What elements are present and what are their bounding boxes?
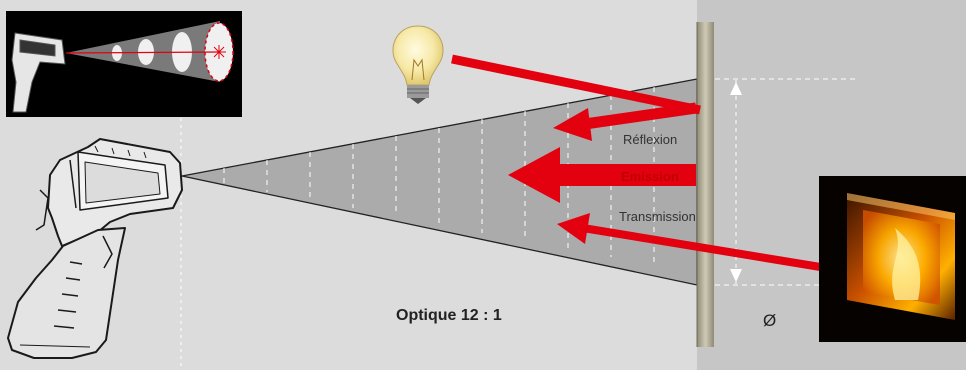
reflection-label: Réflexion [623, 132, 678, 147]
diameter-arrows [730, 82, 742, 282]
mini-thermometer-icon [11, 32, 66, 113]
optics-ratio-label: Optique 12 : 1 [396, 307, 502, 324]
transmission-label: Transmission [619, 209, 696, 224]
light-bulb-icon [392, 25, 444, 104]
furnace-fire-image [819, 176, 966, 342]
transmission-arrow [557, 213, 858, 277]
reflection-arrow [451, 54, 701, 141]
laser-spot-diagram [6, 11, 242, 117]
diameter-label: Ø [763, 311, 777, 330]
laser-spot-icon [212, 45, 226, 59]
emission-arrow [508, 147, 696, 203]
target-wall [697, 22, 714, 347]
emission-label: Emission [621, 169, 679, 184]
infrared-thermometer-icon [7, 138, 183, 359]
